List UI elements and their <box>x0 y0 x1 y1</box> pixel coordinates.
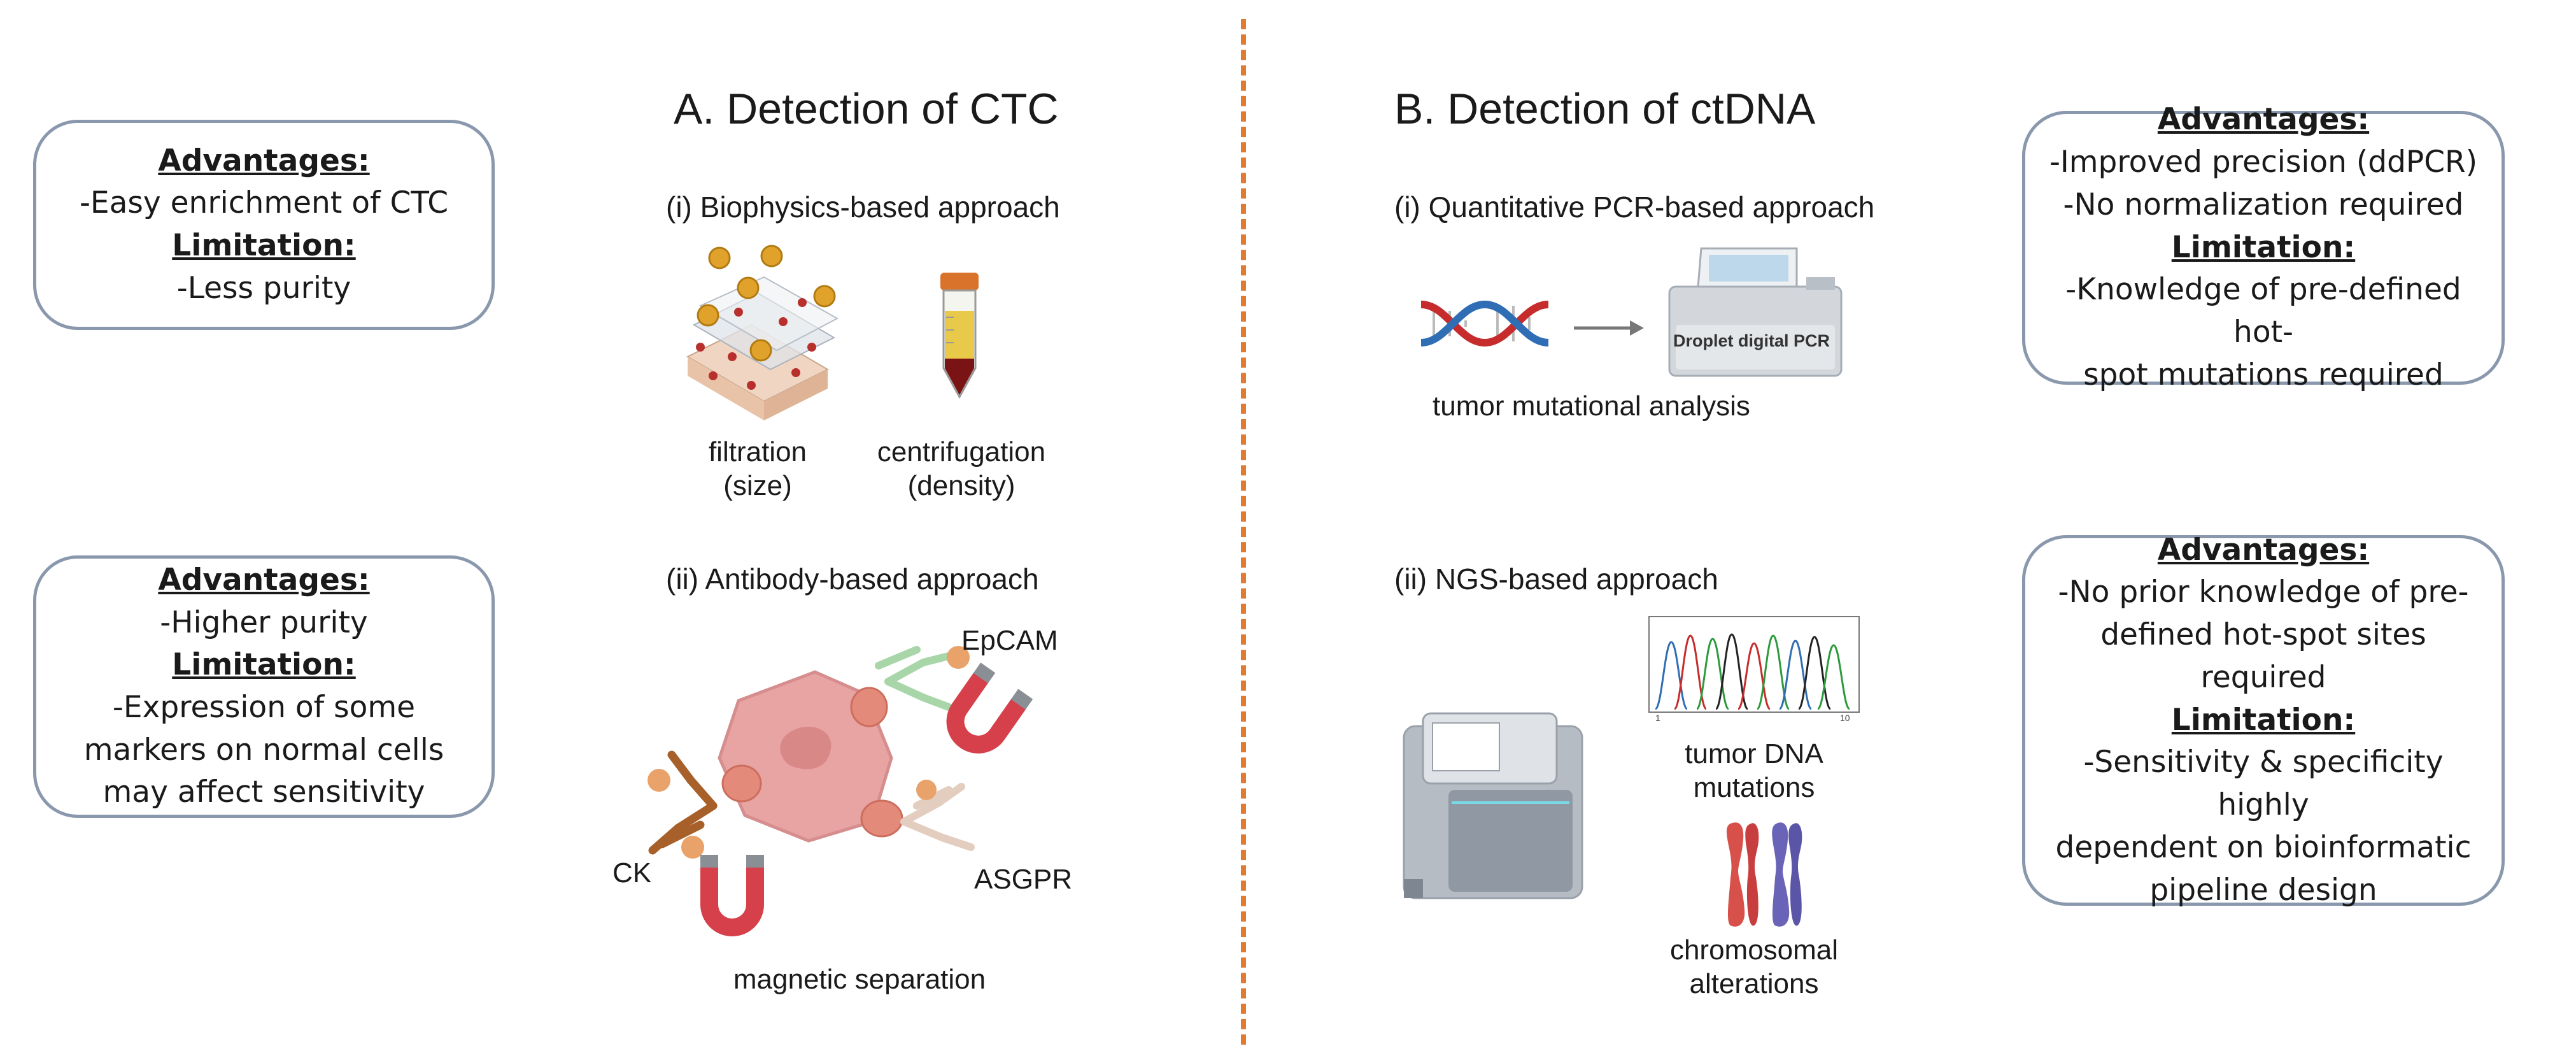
advantages-box-ctc-antibody: Advantages: -Higher purity Limitation: -… <box>33 555 495 818</box>
ngs-sequencer-icon <box>1403 712 1583 899</box>
magnetic-separation-caption: magnetic separation <box>733 964 986 995</box>
tumor-mutational-analysis-caption: tumor mutational analysis <box>1433 390 1750 422</box>
advantage-line: -No prior knowledge of pre- <box>2058 575 2469 610</box>
advantages-box-ctdna-ngs: Advantages: -No prior knowledge of pre- … <box>2022 533 2505 908</box>
ngs-approach-label: (ii) NGS-based approach <box>1394 562 1718 596</box>
tumor-dna-mutations-label: tumor DNA mutations <box>1643 738 1865 805</box>
biophysics-approach-label: (i) Biophysics-based approach <box>666 190 1060 224</box>
advantage-line: defined hot-spot sites required <box>2100 617 2426 695</box>
advantage-line: -No normalization required <box>2063 187 2464 222</box>
advantage-line: -Higher purity <box>160 604 368 640</box>
centrifuge-tube-icon <box>940 273 979 399</box>
panel-a-title: A. Detection of CTC <box>674 85 1059 133</box>
centrifugation-label: centrifugation (density) <box>866 436 1057 503</box>
ddpcr-device-label: Droplet digital PCR <box>1673 331 1830 350</box>
tumor-dna-mutations-line1: tumor DNA <box>1685 738 1823 769</box>
dna-helix-icon <box>1420 300 1549 347</box>
limitation-heading: Limitation: <box>2171 229 2356 265</box>
panel-divider <box>1241 19 1246 1045</box>
arrow-icon <box>1574 320 1644 336</box>
chromosomal-line2: alterations <box>1689 968 1819 999</box>
advantages-box-ctdna-pcr: Advantages: -Improved precision (ddPCR) … <box>2022 102 2505 392</box>
advantages-box-ctc-biophysics: Advantages: -Easy enrichment of CTC Limi… <box>33 120 495 330</box>
advantages-heading: Advantages: <box>2157 532 2370 568</box>
panel-b-title: B. Detection of ctDNA <box>1394 85 1816 133</box>
filtration-line2: (size) <box>723 469 792 501</box>
limitation-line: may affect sensitivity <box>103 775 425 810</box>
centrifugation-line2: (density) <box>907 469 1016 501</box>
limitation-heading: Limitation: <box>2171 702 2356 738</box>
limitation-heading: Limitation: <box>172 647 356 683</box>
limitation-line: markers on normal cells <box>83 732 444 768</box>
advantages-heading: Advantages: <box>158 562 370 597</box>
limitation-line: pipeline design <box>2149 872 2377 908</box>
advantages-heading: Advantages: <box>2157 102 2370 138</box>
filtration-line1: filtration <box>708 436 807 468</box>
advantage-line: -Easy enrichment of CTC <box>79 185 449 221</box>
advantage-line: -Improved precision (ddPCR) <box>2049 145 2478 180</box>
filtration-illustration <box>686 245 839 420</box>
advantages-heading: Advantages: <box>158 143 370 178</box>
limitation-heading: Limitation: <box>172 228 356 263</box>
ddpcr-machine-icon <box>1668 247 1843 377</box>
chromosomes-icon <box>1726 822 1802 927</box>
chromosomal-line1: chromosomal <box>1669 934 1839 966</box>
centrifugation-line1: centrifugation <box>877 436 1046 468</box>
magnetic-separation-illustration <box>648 646 1033 936</box>
epcam-label: EpCAM <box>961 625 1058 656</box>
limitation-line: spot mutations required <box>2083 357 2444 392</box>
qpcr-approach-label: (i) Quantitative PCR-based approach <box>1394 190 1875 224</box>
limitation-line: dependent on bioinformatic <box>2055 829 2472 865</box>
chromosomal-alterations-label: chromosomal alterations <box>1643 934 1865 1001</box>
chromatogram-chart: 1 10 <box>1648 616 1860 723</box>
limitation-line: -Sensitivity & specificity highly <box>2083 745 2444 823</box>
limitation-line: -Expression of some <box>112 690 416 725</box>
antibody-approach-label: (ii) Antibody-based approach <box>666 562 1039 596</box>
chromatogram-axis-end: 10 <box>1840 713 1850 723</box>
ck-label: CK <box>612 857 652 889</box>
chromatogram-axis-start: 1 <box>1655 713 1660 723</box>
asgpr-label: ASGPR <box>974 864 1073 895</box>
limitation-line: -Less purity <box>176 270 351 306</box>
filtration-label: filtration (size) <box>675 436 840 503</box>
tumor-dna-mutations-line2: mutations <box>1693 771 1815 803</box>
limitation-line: -Knowledge of pre-defined hot- <box>2065 272 2461 350</box>
